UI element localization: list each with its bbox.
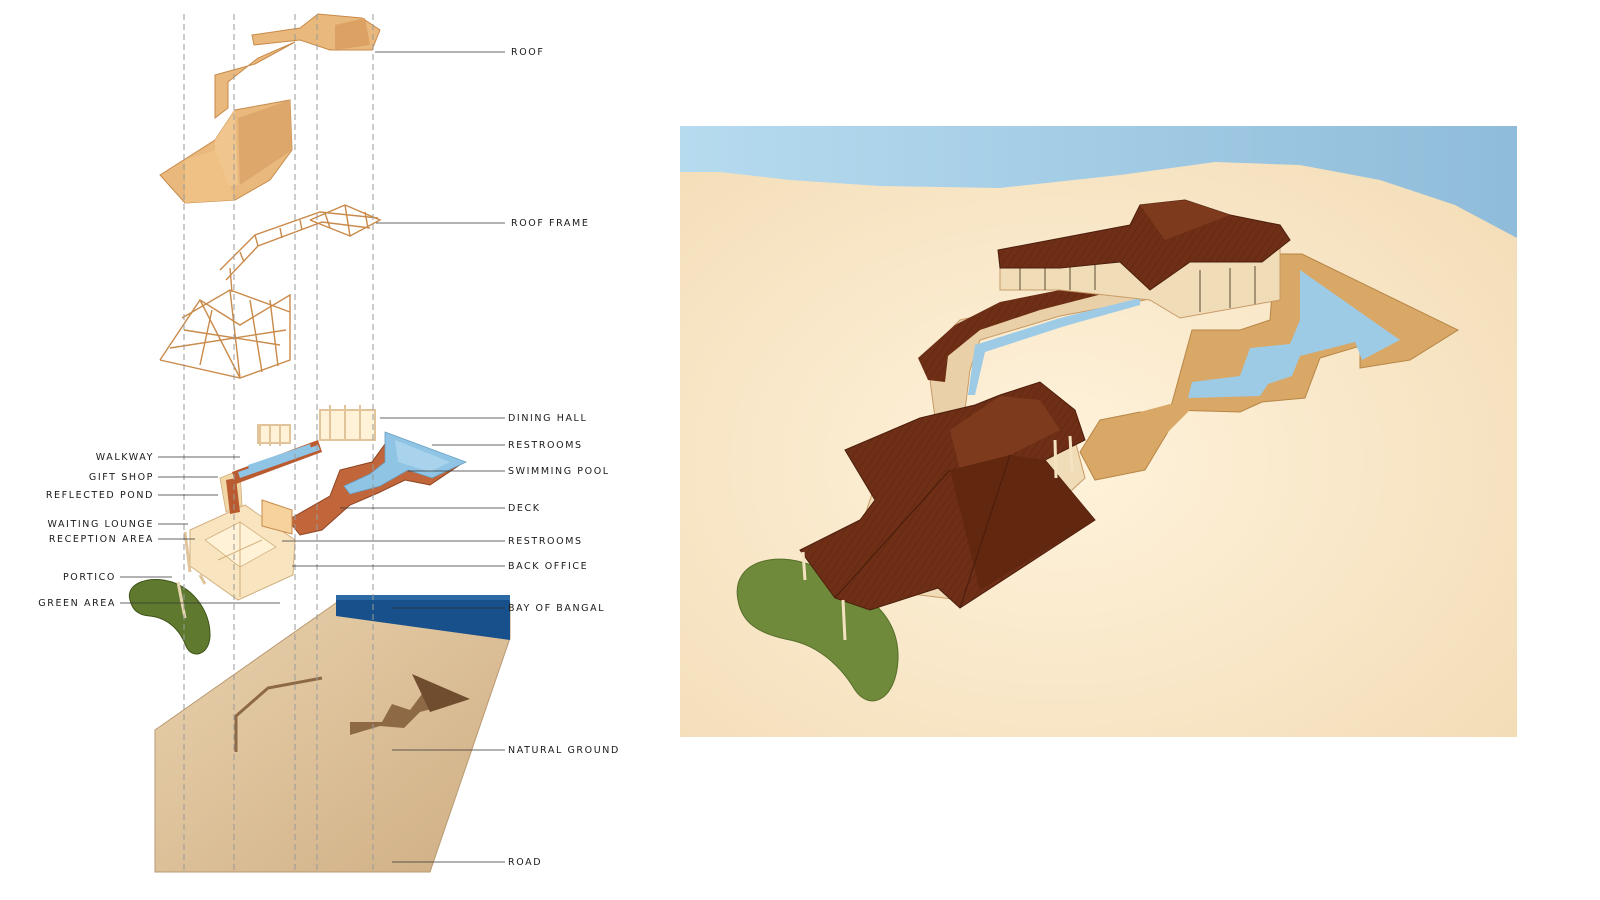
label-restrooms-lower: RESTROOMS (508, 536, 583, 547)
label-reflected-pond: REFLECTED POND (46, 490, 154, 501)
label-green-area: GREEN AREA (38, 598, 116, 609)
projection-guides (183, 14, 374, 872)
label-roof: ROOF (511, 47, 544, 58)
label-portico: PORTICO (63, 572, 116, 583)
label-roof-frame: ROOF FRAME (511, 218, 589, 229)
roof-frame-layer (159, 204, 382, 379)
label-back-office: BACK OFFICE (508, 561, 588, 572)
perspective-render (680, 126, 1517, 737)
green-area (128, 578, 211, 655)
label-waiting-lounge: WAITING LOUNGE (47, 519, 154, 530)
label-bay: BAY OF BANGAL (508, 603, 605, 614)
label-swimming-pool: SWIMMING POOL (508, 466, 610, 477)
label-dining-hall: DINING HALL (508, 413, 587, 424)
roof-layer (159, 13, 381, 204)
label-reception-area: RECEPTION AREA (49, 534, 154, 545)
leader-lines-right (282, 51, 505, 863)
label-gift-shop: GIFT SHOP (89, 472, 154, 483)
render-dining-hall (997, 199, 1291, 319)
exploded-view: ROOF ROOF FRAME DINING HALL RESTROOMS SW… (38, 13, 620, 873)
label-walkway: WALKWAY (96, 452, 154, 463)
render-main-building (799, 381, 1096, 641)
label-road: ROAD (508, 857, 542, 868)
label-restrooms-upper: RESTROOMS (508, 440, 583, 451)
label-deck: DECK (508, 503, 541, 514)
leader-lines-left (120, 456, 280, 604)
natural-ground-slab (154, 595, 511, 873)
label-natural-ground: NATURAL GROUND (508, 745, 620, 756)
render-pool-deck (1079, 253, 1460, 481)
ground-floor-layer (183, 405, 468, 601)
